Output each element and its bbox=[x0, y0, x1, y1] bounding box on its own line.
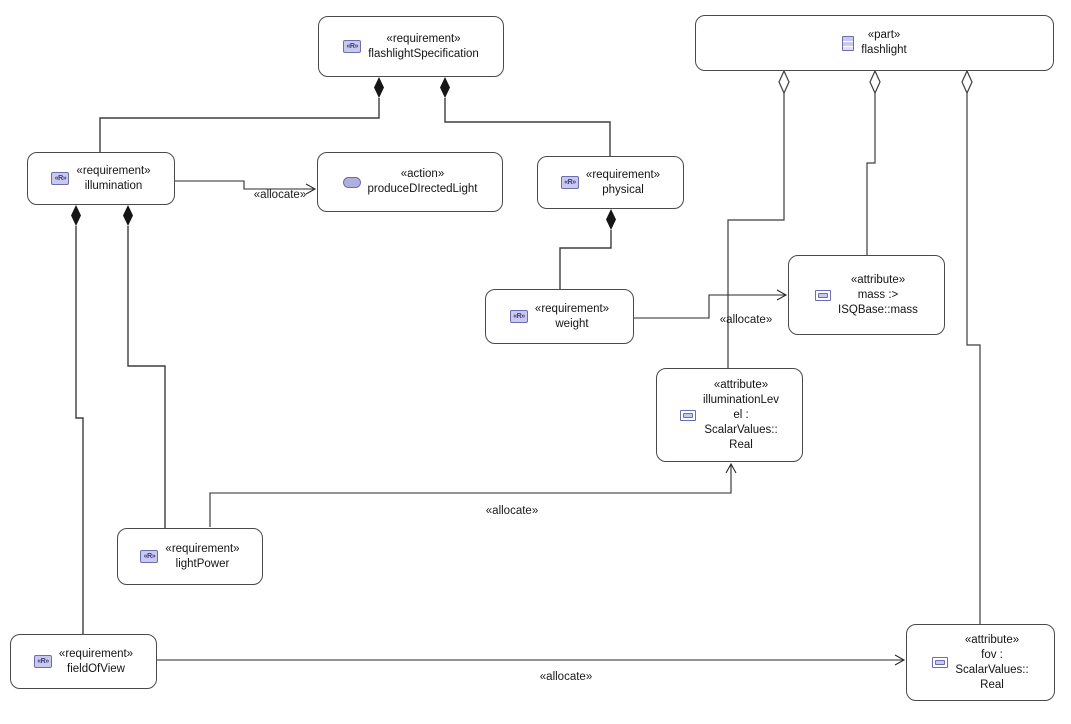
node-name: flashlightSpecification bbox=[368, 47, 479, 60]
node-text: «requirement» flashlightSpecification bbox=[368, 32, 479, 62]
node-stereotype: «requirement» bbox=[165, 542, 240, 555]
requirement-fieldOfView-node[interactable]: «R» «requirement» fieldOfView bbox=[10, 634, 157, 689]
node-text: «requirement» fieldOfView bbox=[59, 647, 133, 677]
node-text: «action» produceDIrectedLight bbox=[368, 167, 478, 197]
node-stereotype: «attribute» bbox=[713, 378, 769, 391]
composition-physical-weight-edge[interactable] bbox=[559, 209, 616, 289]
node-name: physical bbox=[602, 183, 644, 196]
node-text: «requirement» weight bbox=[535, 302, 609, 332]
filled-diamond bbox=[606, 209, 616, 230]
node-stereotype: «attribute» bbox=[850, 273, 906, 286]
open-diamond bbox=[961, 69, 973, 95]
node-stereotype: «requirement» bbox=[386, 32, 461, 45]
attribute-illuminationLevel-node[interactable]: «attribute» illuminationLev el : ScalarV… bbox=[656, 368, 803, 462]
allocate-fieldOfView-fov-edge[interactable] bbox=[157, 654, 906, 666]
requirement-icon: «R» bbox=[509, 310, 528, 323]
node-stereotype: «requirement» bbox=[585, 168, 661, 181]
node-text: «attribute» fov : ScalarValues:: Real bbox=[955, 633, 1028, 693]
attribute-icon bbox=[679, 409, 696, 421]
composition-illumination-lightPower-edge[interactable] bbox=[123, 205, 166, 528]
requirement-lightPower-node[interactable]: «R» «requirement» lightPower bbox=[117, 528, 263, 585]
requirement-weight-node[interactable]: «R» «requirement» weight bbox=[485, 289, 634, 344]
node-name: weight bbox=[555, 317, 589, 330]
node-text: «requirement» lightPower bbox=[165, 542, 239, 572]
node-name: flashlight bbox=[861, 44, 907, 56]
aggregation-flashlight-illuminationLevel-edge[interactable] bbox=[727, 69, 790, 368]
requirement-physical-node[interactable]: «R» «requirement» physical bbox=[537, 156, 684, 209]
attribute-fov-node[interactable]: «attribute» fov : ScalarValues:: Real bbox=[906, 624, 1055, 701]
allocate-label: «allocate» bbox=[485, 505, 539, 517]
aggregation-flashlight-mass-edge[interactable] bbox=[866, 69, 881, 257]
requirement-icon: «R» bbox=[33, 655, 52, 668]
node-stereotype: «requirement» bbox=[534, 302, 610, 315]
allocate-label: «allocate» bbox=[539, 671, 593, 683]
node-name: illumination bbox=[84, 179, 143, 192]
attribute-mass-node[interactable]: «attribute» mass :> ISQBase::mass bbox=[788, 255, 945, 335]
node-name: mass :> ISQBase::mass bbox=[838, 288, 918, 316]
open-diamond bbox=[778, 69, 790, 95]
node-text: «attribute» mass :> ISQBase::mass bbox=[838, 273, 918, 318]
allocate-label: «allocate» bbox=[719, 314, 773, 326]
node-stereotype: «attribute» bbox=[964, 633, 1020, 646]
part-icon bbox=[842, 35, 855, 51]
node-name: illuminationLev el : ScalarValues:: Real bbox=[702, 393, 780, 451]
node-stereotype: «requirement» bbox=[76, 164, 151, 177]
composition-illumination-fieldOfView-edge[interactable] bbox=[71, 205, 84, 634]
arrowhead bbox=[725, 462, 737, 474]
filled-diamond bbox=[374, 77, 384, 98]
requirement-icon: «R» bbox=[140, 550, 159, 563]
node-text: «requirement» physical bbox=[586, 168, 660, 198]
action-produceDIrectedLight-node[interactable]: «action» produceDIrectedLight bbox=[317, 152, 503, 212]
part-flashlight-node[interactable]: «part» flashlight bbox=[695, 15, 1054, 71]
node-name: fov : ScalarValues:: Real bbox=[955, 648, 1029, 691]
attribute-icon bbox=[932, 657, 949, 668]
node-text: «attribute» illuminationLev el : ScalarV… bbox=[703, 378, 779, 453]
composition-flashlightSpecification-physical-edge[interactable] bbox=[440, 77, 611, 156]
allocate-weight-mass-edge[interactable] bbox=[634, 289, 788, 319]
arrowhead bbox=[305, 183, 317, 195]
filled-diamond bbox=[440, 77, 450, 98]
composition-flashlightSpecification-illumination-edge[interactable] bbox=[99, 77, 384, 152]
requirement-flashlightSpecification-node[interactable]: «R» «requirement» flashlightSpecificatio… bbox=[318, 16, 504, 77]
attribute-icon bbox=[815, 289, 832, 301]
arrowhead bbox=[776, 289, 788, 301]
node-stereotype: «part» bbox=[867, 29, 901, 41]
filled-diamond bbox=[123, 205, 133, 226]
node-stereotype: «action» bbox=[400, 168, 445, 180]
requirement-icon: «R» bbox=[343, 40, 362, 53]
node-text: «requirement» illumination bbox=[76, 164, 150, 194]
node-stereotype: «requirement» bbox=[58, 647, 134, 660]
arrowhead bbox=[894, 654, 906, 666]
node-name: lightPower bbox=[175, 557, 230, 570]
aggregation-flashlight-fov-edge[interactable] bbox=[961, 69, 981, 624]
node-name: produceDIrectedLight bbox=[367, 183, 478, 195]
allocate-label: «allocate» bbox=[253, 189, 307, 201]
allocate-illumination-produceDIrectedLight-edge[interactable] bbox=[175, 180, 317, 195]
node-text: «part» flashlight bbox=[861, 28, 906, 58]
requirement-icon: «R» bbox=[560, 176, 579, 189]
action-icon bbox=[342, 176, 361, 188]
requirement-illumination-node[interactable]: «R» «requirement» illumination bbox=[27, 152, 175, 205]
filled-diamond bbox=[71, 205, 81, 226]
open-diamond bbox=[869, 69, 881, 95]
requirement-icon: «R» bbox=[51, 172, 70, 185]
node-name: fieldOfView bbox=[67, 662, 125, 675]
allocate-lightPower-illuminationLevel-edge[interactable] bbox=[209, 462, 737, 527]
